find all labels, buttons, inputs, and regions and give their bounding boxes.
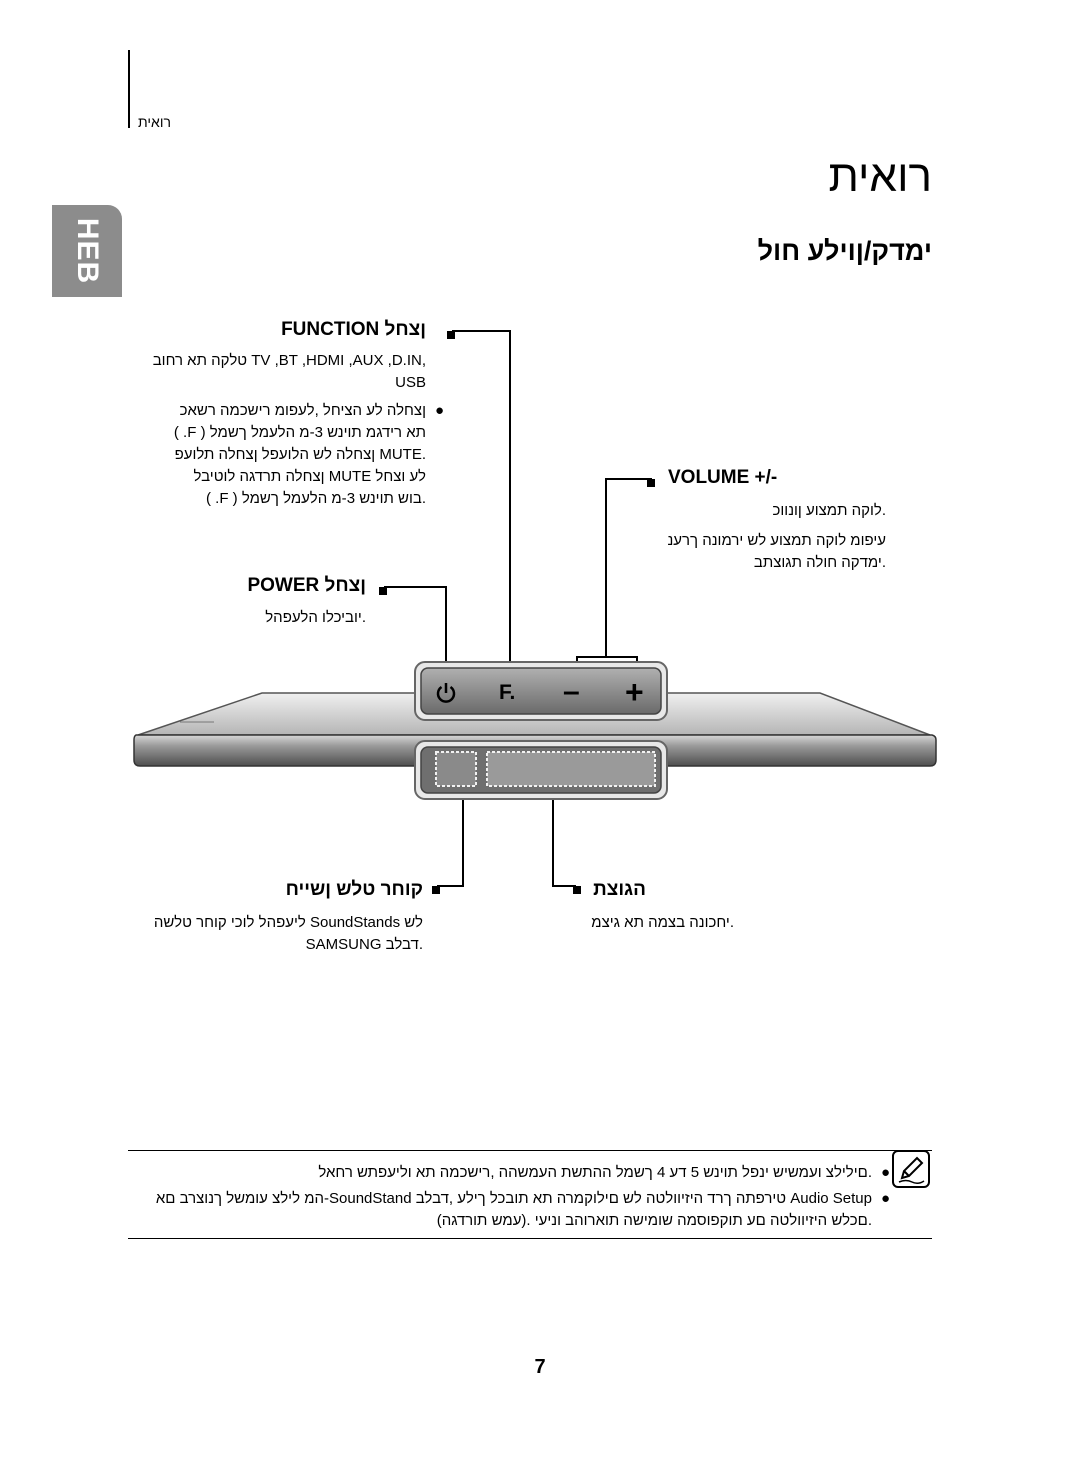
display-marker (573, 881, 581, 899)
volume-line-2: עיפומ לוקה תמצוע לש ירמונה ךרענ (667, 532, 886, 549)
remote-sensor-title: קוחר טלש ןשייח (285, 879, 423, 900)
note-item-1-text: .םילילצ ועמשיש ינפל תוינש 5 דע 4 ךשמל הה… (318, 1164, 872, 1181)
volume-up-button-glyph[interactable]: + (625, 674, 644, 710)
running-header-rule (128, 50, 130, 128)
function-bullet-line-3: .MUTE ןצחלה לש הלועפל ןצחלה תלועפ (174, 446, 426, 463)
volume-down-button-glyph[interactable]: – (563, 675, 580, 708)
function-button-glyph[interactable]: F. (499, 681, 516, 704)
remote-sensor-window (435, 751, 477, 787)
remote-sensor-description: לש SoundStands ליעפהל לוכי קוחר טלשה .דב… (103, 912, 423, 956)
function-bullet-line-1: ןצחלה לע הציחל ,לעפומ רישכמה רשאכ (179, 402, 426, 419)
function-bullet-line-5: .בוש תוינש 3-מ הלעמל ךשמל ( F. ) (205, 490, 426, 507)
note-item-2-continuation: .םכלש היזיוולטה םע תוקפוסמה שומישה תוארו… (436, 1212, 872, 1229)
bullet-dot: ● (880, 1164, 890, 1181)
note-top-rule (128, 1150, 932, 1151)
function-description: ,TV ,BT ,HDMI ,AUX ,D.IN טלקה תא רחוב US… (66, 350, 444, 510)
language-tab: HEB (52, 205, 122, 297)
volume-description: .לוקה תמצוע ןונווכ עיפומ לוקה תמצוע לש י… (586, 500, 886, 574)
remote-sensor-line-1: לש SoundStands ליעפהל לוכי קוחר טלשה (153, 914, 423, 931)
display-title: הגוצת (593, 879, 646, 900)
function-line-1: ,TV ,BT ,HDMI ,AUX ,D.IN טלקה תא רחוב (152, 352, 426, 369)
button-panel (420, 667, 662, 715)
function-bullet-line-4: לע וצחל MUTE ןצחלה תרדגה לוטיבל (193, 468, 426, 485)
section-title: ימדק/ןוילע חול (757, 236, 932, 266)
page-title: רואית (828, 152, 932, 201)
volume-line-1: .לוקה תמצוע ןונווכ (772, 502, 886, 519)
remote-sensor-line-2: .דבלב SAMSUNG (305, 936, 423, 953)
display-description: .יחכונה בצמה תא גיצמ (591, 914, 734, 931)
function-marker (447, 326, 455, 344)
bullet-dot: ● (434, 402, 444, 419)
note-pencil-icon (892, 1150, 930, 1188)
volume-marker (647, 474, 655, 492)
note-item-2: ● Audio Setup טירפתה ךרד היזיוולטה לש םי… (132, 1188, 890, 1232)
note-item-1: ● .םילילצ ועמשיש ינפל תוינש 5 דע 4 ךשמל … (132, 1162, 890, 1184)
power-description: .יוביכלו הלעפהל (265, 609, 366, 626)
page-number: 7 (534, 1356, 546, 1378)
display-screen (486, 751, 656, 787)
note-bottom-rule (128, 1238, 932, 1239)
notes-list: ● .םילילצ ועמשיש ינפל תוינש 5 דע 4 ךשמל … (132, 1162, 890, 1232)
running-header-title: רואית (138, 114, 171, 130)
volume-title: VOLUME +/- (668, 467, 778, 488)
remote-sensor-marker (432, 881, 440, 899)
power-title: POWER ןצחל (247, 575, 366, 596)
note-item-2-text: Audio Setup טירפתה ךרד היזיוולטה לש םילו… (155, 1190, 872, 1207)
function-bullet-line-2: תא רידגמ תוינש 3-מ הלעמל ךשמל ( F. ) (173, 424, 426, 441)
function-title: FUNCTION ןצחל (281, 319, 426, 340)
function-bullet: ● ןצחלה לע הציחל ,לעפומ רישכמה רשאכ תא ר… (66, 400, 444, 510)
power-marker (379, 582, 387, 600)
power-icon (436, 683, 456, 703)
function-line-2: USB (395, 374, 426, 391)
volume-line-3: .ימדקה חולה תגוצתב (753, 554, 886, 571)
bullet-dot: ● (880, 1190, 890, 1207)
